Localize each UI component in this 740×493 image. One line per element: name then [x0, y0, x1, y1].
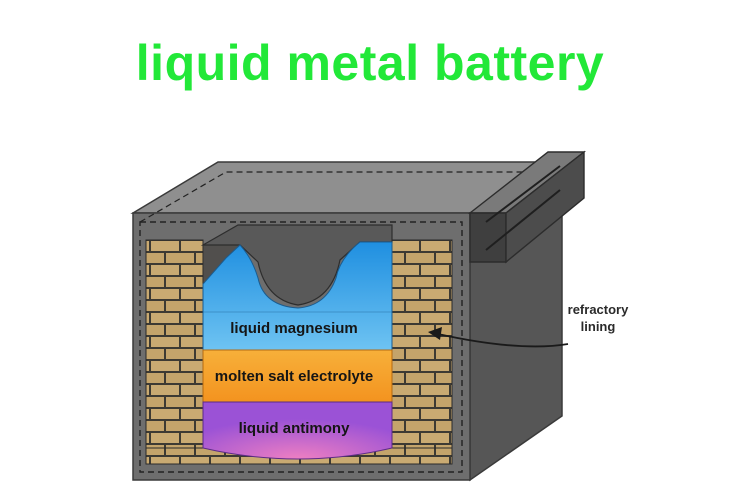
callout-arrow-head [428, 327, 442, 340]
label-magnesium: liquid magnesium [230, 320, 358, 337]
refractory-wall-right [391, 239, 453, 463]
layer-antimony [202, 401, 393, 460]
terminal-rail-groove [485, 165, 561, 223]
electrode-cavity [200, 224, 393, 306]
refractory-wall-left [145, 239, 204, 463]
casing-top-dashed-line [139, 171, 552, 223]
callout-text-line1: refractory [568, 302, 629, 317]
terminal-rail-side [505, 150, 585, 264]
label-electrolyte: molten salt electrolyte [215, 368, 373, 385]
layer-magnesium [202, 241, 393, 351]
casing-dashed-line [139, 221, 463, 473]
diagram-title: liquid metal battery [135, 35, 605, 91]
label-antimony: liquid antimony [239, 420, 350, 437]
layer-electrolyte [202, 349, 393, 403]
terminal-rail-groove-2 [485, 189, 561, 251]
callout-arrow-line [437, 333, 569, 348]
callout-text-line2: lining [581, 319, 616, 334]
